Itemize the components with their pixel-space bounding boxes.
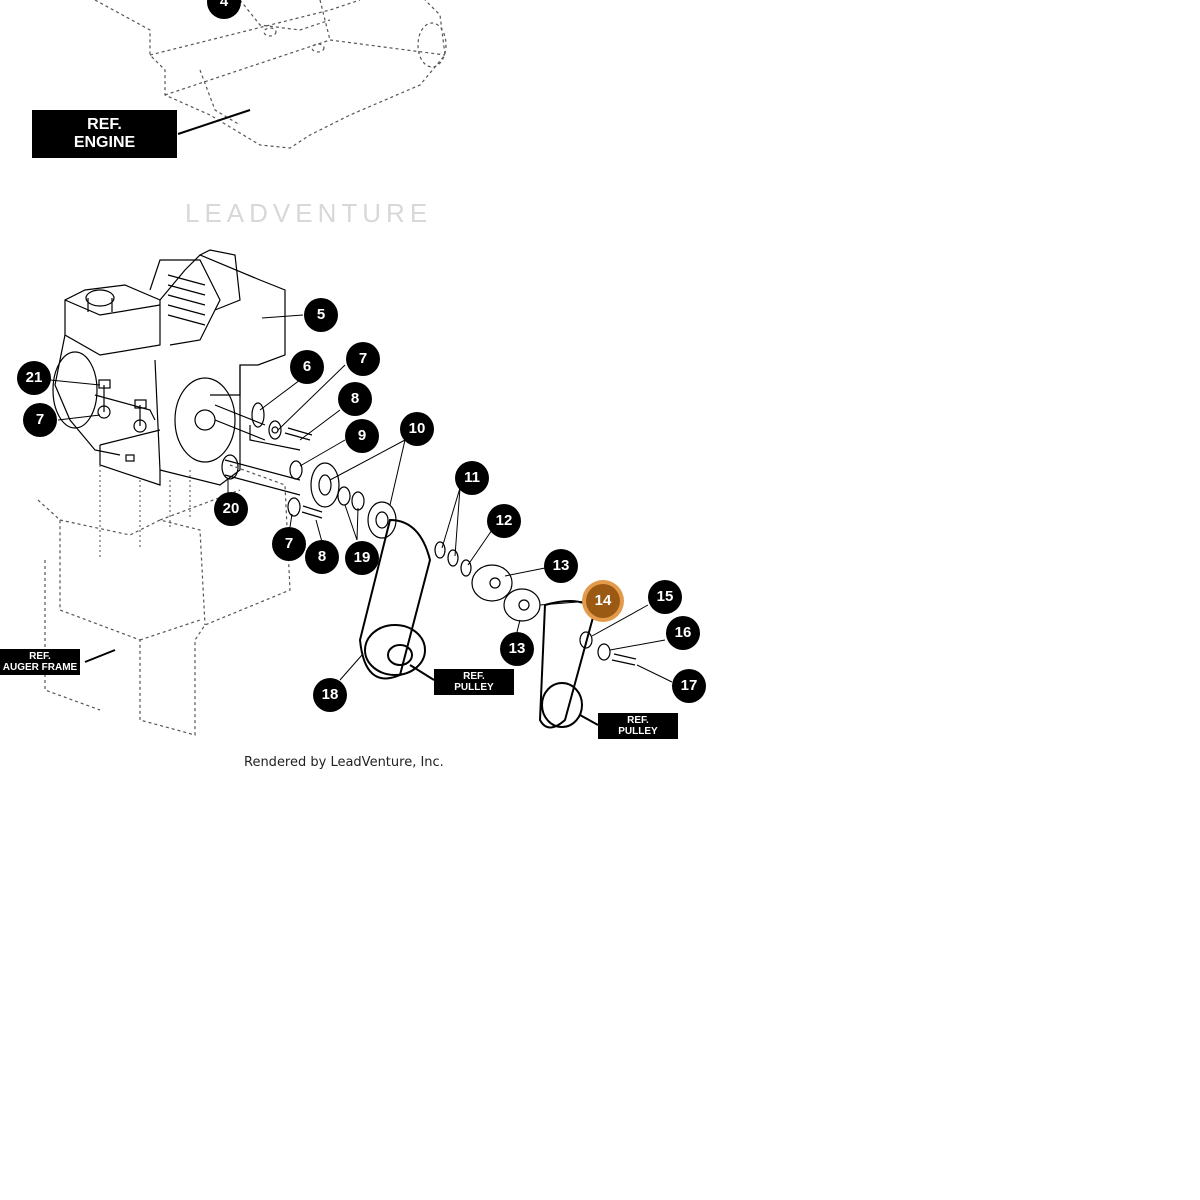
callout-20[interactable]: 20 — [214, 492, 248, 526]
callout-8[interactable]: 8 — [305, 540, 339, 574]
callout-10[interactable]: 10 — [400, 412, 434, 446]
ref-pulley-right-line2: PULLEY — [618, 726, 658, 737]
callout-18[interactable]: 18 — [313, 678, 347, 712]
callout-13[interactable]: 13 — [500, 632, 534, 666]
leadventure-watermark: LEADVENTURE — [185, 198, 433, 228]
callout-4[interactable]: 4 — [207, 0, 241, 19]
belts — [358, 518, 597, 729]
ref-engine-line1: REF. — [87, 115, 122, 133]
ref-auger-line1: REF. — [29, 650, 51, 662]
callout-12[interactable]: 12 — [487, 504, 521, 538]
ref-auger-frame-label: REF. AUGER FRAME — [0, 649, 80, 675]
callout-9[interactable]: 9 — [345, 419, 379, 453]
callout-17[interactable]: 17 — [672, 669, 706, 703]
ref-pulley-right-line1: REF. — [627, 714, 649, 726]
callout-5[interactable]: 5 — [304, 298, 338, 332]
callout-11[interactable]: 11 — [455, 461, 489, 495]
callout-19[interactable]: 19 — [345, 541, 379, 575]
ref-engine-label: REF. ENGINE — [32, 110, 177, 158]
callout-6[interactable]: 6 — [290, 350, 324, 384]
render-credit: Rendered by LeadVenture, Inc. — [244, 755, 444, 770]
callout-14-highlighted[interactable]: 14 — [586, 584, 620, 618]
callout-21[interactable]: 21 — [17, 361, 51, 395]
ref-engine-drawing — [94, 0, 447, 149]
callout-13[interactable]: 13 — [544, 549, 578, 583]
ref-pulley-label-left: REF. PULLEY — [434, 669, 514, 695]
callout-16[interactable]: 16 — [666, 616, 700, 650]
callout-7[interactable]: 7 — [272, 527, 306, 561]
callout-8[interactable]: 8 — [338, 382, 372, 416]
callout-7[interactable]: 7 — [23, 403, 57, 437]
callout-15[interactable]: 15 — [648, 580, 682, 614]
ref-pulley-left-line2: PULLEY — [454, 682, 494, 693]
engine-drawing — [52, 249, 286, 560]
ref-auger-line2: AUGER FRAME — [2, 662, 78, 673]
ref-pulley-left-line1: REF. — [463, 670, 485, 682]
callout-7[interactable]: 7 — [346, 342, 380, 376]
ref-pulley-label-right: REF. PULLEY — [598, 713, 678, 739]
ref-engine-line2: ENGINE — [73, 134, 136, 151]
auger-frame-drawing — [37, 464, 291, 736]
leader-lines — [49, 314, 673, 726]
